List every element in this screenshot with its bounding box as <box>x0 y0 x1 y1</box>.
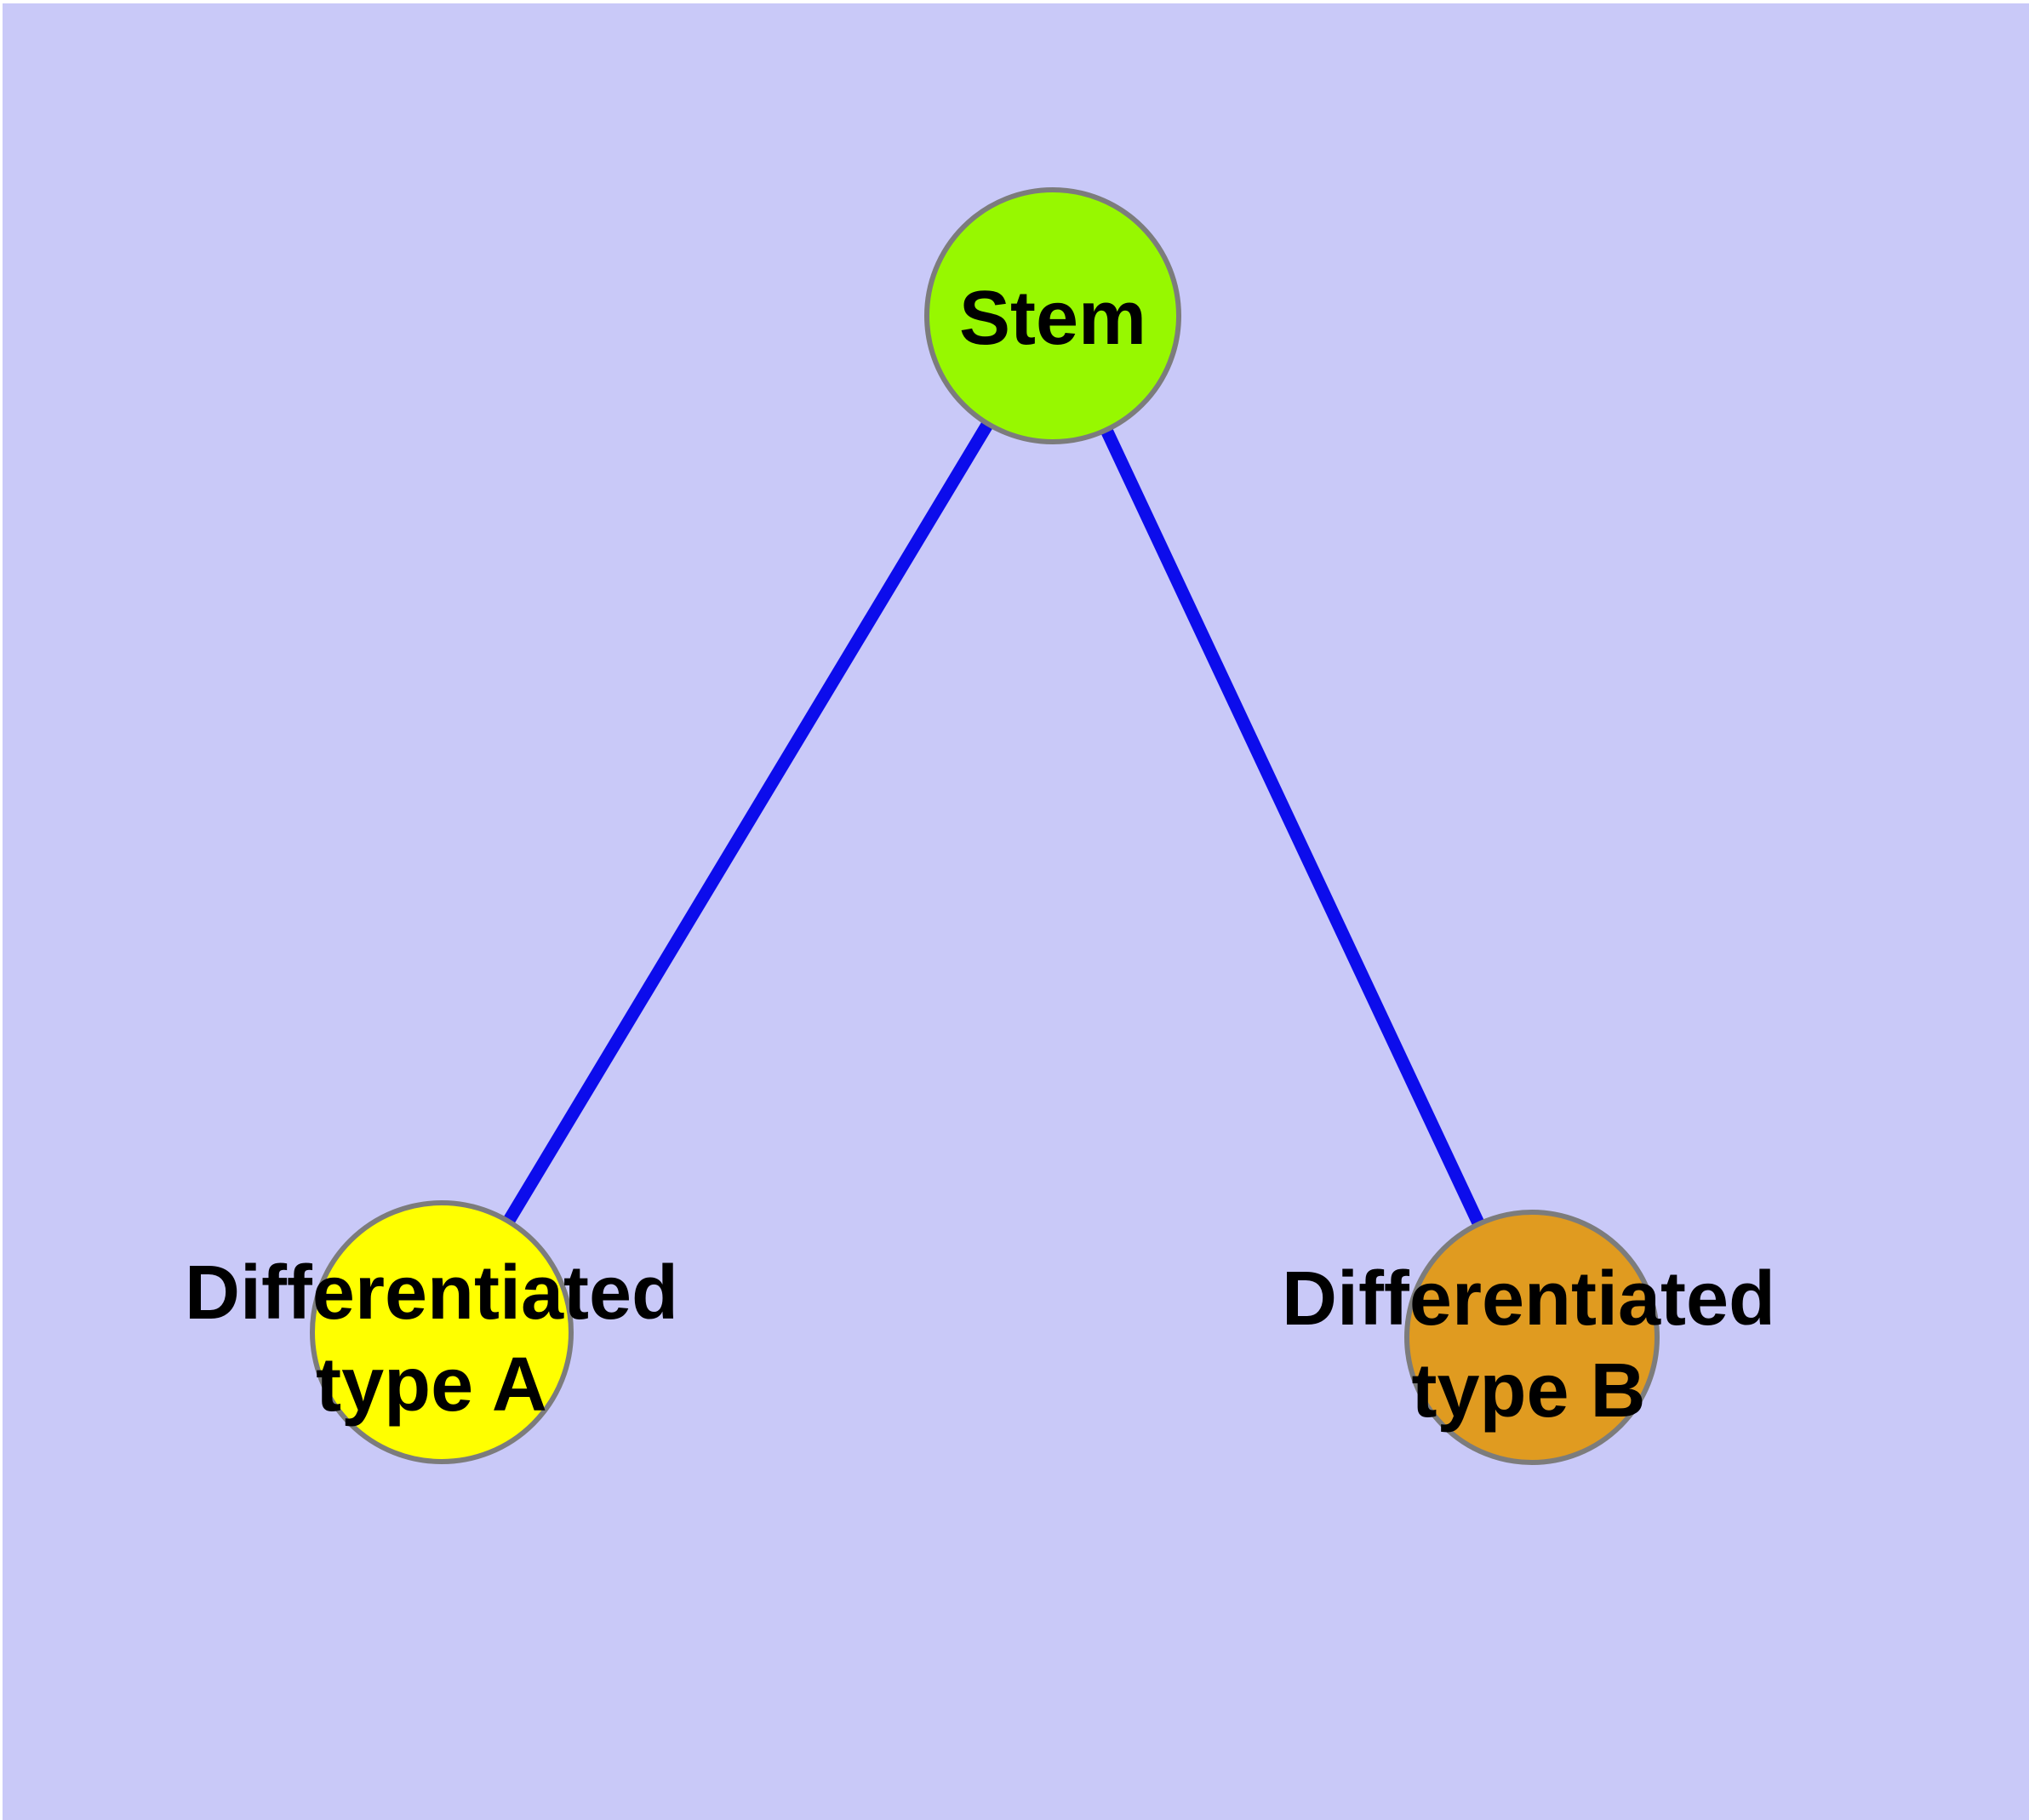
edge-stem-to-type-b <box>1047 312 1538 1341</box>
stem-node <box>924 187 1181 444</box>
type-a-node-label-line2: type A <box>316 1342 547 1428</box>
type-a-node-label-line1: Differentiated <box>185 1251 678 1336</box>
stem-node-label: Stem <box>959 276 1146 361</box>
type-a-node <box>310 1200 574 1464</box>
type-b-node-label-line2: type B <box>1411 1348 1645 1434</box>
type-b-node-label-line1: Differentiated <box>1282 1256 1775 1342</box>
type-b-node <box>1404 1210 1660 1465</box>
edge-stem-to-type-a <box>436 312 1059 1336</box>
